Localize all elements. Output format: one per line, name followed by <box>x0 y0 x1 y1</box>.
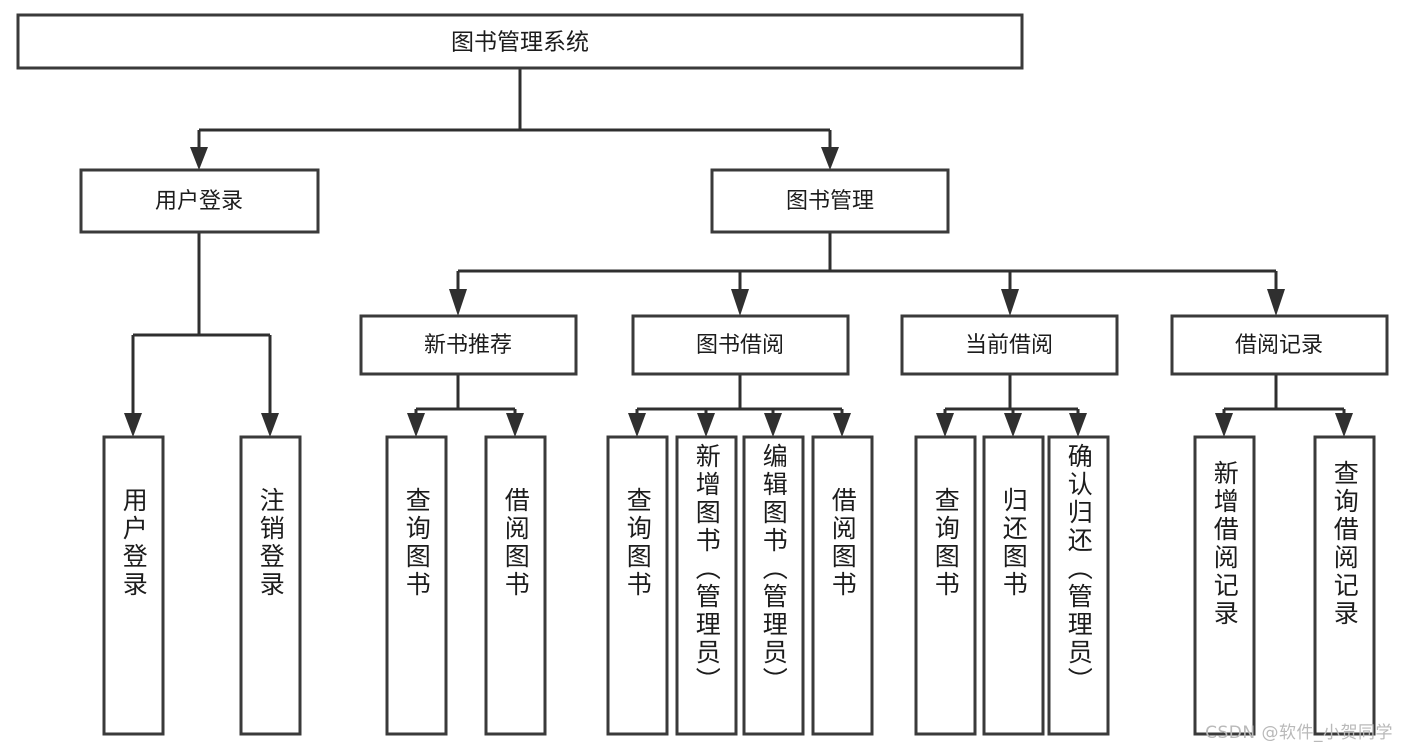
node-leaf-query-borrow-record[interactable] <box>1313 435 1376 736</box>
arrow-bookmgmt-c3 <box>1001 289 1019 316</box>
node-borrow-record[interactable] <box>1170 314 1389 376</box>
node-layer: 图书管理系统 用户登录 图书管理 新书推荐 图书借阅 当前借阅 借阅记录 <box>16 13 1389 736</box>
arrow-borrow-c4 <box>833 413 851 437</box>
arrow-record-c1 <box>1215 413 1233 437</box>
arrow-newbook-c1 <box>407 413 425 437</box>
arrow-current-c1 <box>936 413 954 437</box>
arrow-root-to-bookmgmt <box>821 147 839 170</box>
arrow-bookmgmt-c1 <box>449 289 467 316</box>
node-leaf-user-login[interactable] <box>102 435 165 736</box>
node-user-login-label: 用户登录 <box>155 189 243 214</box>
arrow-borrow-c2 <box>697 413 715 437</box>
arrow-borrow-c3 <box>764 413 782 437</box>
node-leaf-add-book-admin[interactable] <box>675 435 738 736</box>
arrow-bookmgmt-c2 <box>731 289 749 316</box>
arrow-newbook-c2 <box>506 413 524 437</box>
arrow-login-child1 <box>124 413 142 437</box>
node-leaf-borrow-book-2[interactable] <box>811 435 874 736</box>
arrow-record-c2 <box>1335 413 1353 437</box>
arrow-borrow-c1 <box>628 413 646 437</box>
arrow-login-child2 <box>261 413 279 437</box>
node-borrow-record-label: 借阅记录 <box>1235 333 1323 358</box>
arrow-current-c3 <box>1069 413 1087 437</box>
node-root-label: 图书管理系统 <box>451 30 589 56</box>
connector-layer <box>124 68 1353 437</box>
node-book-borrow-label: 图书借阅 <box>696 333 784 358</box>
node-new-book-recommend[interactable] <box>359 314 578 376</box>
node-current-borrow[interactable] <box>900 314 1119 376</box>
node-current-borrow-label: 当前借阅 <box>965 333 1053 358</box>
node-leaf-borrow-book-1[interactable] <box>484 435 547 736</box>
node-leaf-query-book-2[interactable] <box>606 435 669 736</box>
node-leaf-add-borrow-record[interactable] <box>1193 435 1256 736</box>
arrow-current-c2 <box>1004 413 1022 437</box>
node-leaf-logout[interactable] <box>239 435 302 736</box>
node-book-management[interactable] <box>710 168 950 234</box>
node-root[interactable] <box>16 13 1024 70</box>
node-leaf-return-book[interactable] <box>982 435 1045 736</box>
node-new-book-recommend-label: 新书推荐 <box>424 333 512 358</box>
node-leaf-edit-book-admin[interactable] <box>742 435 805 736</box>
node-leaf-query-book-3[interactable] <box>914 435 977 736</box>
node-book-management-label: 图书管理 <box>786 189 874 214</box>
node-leaf-confirm-return-admin[interactable] <box>1047 435 1110 736</box>
watermark-csdn: CSDN @软件_小贺同学 <box>1205 723 1393 743</box>
node-user-login[interactable] <box>79 168 320 234</box>
node-book-borrow[interactable] <box>631 314 850 376</box>
arrow-bookmgmt-c4 <box>1267 289 1285 316</box>
arrow-root-to-login <box>190 147 208 170</box>
node-leaf-query-book-1[interactable] <box>385 435 448 736</box>
